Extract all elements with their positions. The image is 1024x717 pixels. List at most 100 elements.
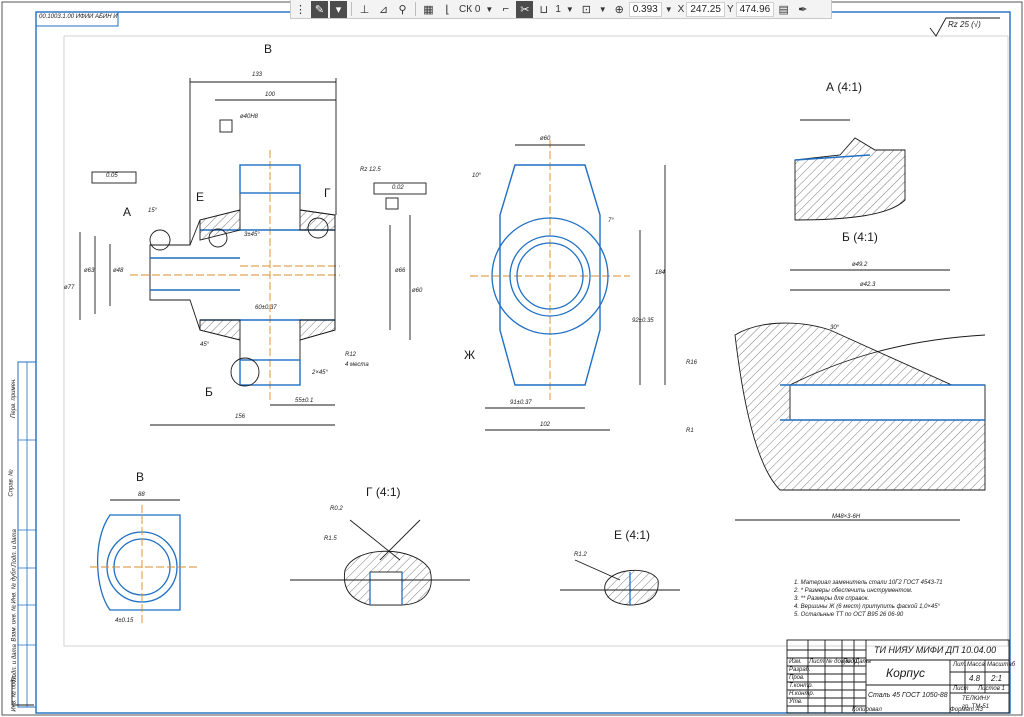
dim: R0.2 [330,506,343,512]
grid-icon[interactable]: ▦ [423,3,434,16]
front-view [470,140,666,431]
dim: ø42.3 [860,282,876,288]
title-block [786,639,1010,714]
pipette-icon[interactable]: ✒ [798,3,808,16]
coordinate-system-icon[interactable]: ⌊ [445,3,450,16]
dim: 102 [540,422,551,428]
note-line: 3. ** Размеры для справок. [794,596,870,602]
dim: 60±0.37 [255,305,277,311]
dim: 2×45° [312,370,328,376]
dim: 0.05 [106,173,118,179]
view-v [90,499,200,625]
dim: 7° [608,218,614,224]
cs-dropdown-icon[interactable]: ▼ [485,4,494,14]
dim: R1 [686,428,694,434]
dim: 15° [148,208,158,214]
view-marker-b: В [264,42,273,56]
dim: ø48 [113,268,124,274]
tb-mass: 4.8 [969,674,981,683]
y-label: Y [726,3,734,15]
x-label: X [677,3,685,15]
dim: R16 [686,360,698,366]
view-icon[interactable]: ⊡ [581,3,591,16]
note-line: 2. * Размеры обеспечить инструментом. [794,588,913,594]
layer-dropdown-icon[interactable]: ▼ [565,4,574,14]
ortho-icon[interactable]: ⌐ [502,3,510,15]
tb-sheet: Лист [953,686,969,692]
view-dropdown-icon[interactable]: ▼ [598,4,607,14]
side-stamp: Инв. № дубл. [11,566,18,604]
dim: 45° [200,342,210,348]
cs-label[interactable]: СК 0 [459,3,481,15]
dim: 30° [830,325,840,331]
layer-icon[interactable]: ⊔ [539,3,549,16]
dim: M48×3-6H [832,514,861,520]
dim: Rz 12.5 [360,167,381,173]
section-b-title: Б (4:1) [842,230,878,244]
grip-icon[interactable]: ⋮ [295,3,306,16]
tb-row-label: № докум. [826,659,853,665]
tb-format: Формат A3 [950,707,983,713]
dim: 91±0.37 [510,400,532,406]
dim: 133 [252,72,263,78]
dim: 55±0.1 [295,398,314,404]
scale-input[interactable]: 0.393 [628,1,662,17]
tb-row-label: Подп. [843,659,859,665]
tb-role: Пров. [789,675,805,681]
section-v-title: В [136,470,145,484]
dim: 4 места [345,362,369,368]
drawing-area [63,35,1009,647]
side-stamp: Инв. № подл. [11,674,18,712]
tb-sheets: Листов 1 [978,686,1005,692]
side-stamp: Перв. примен. [10,378,17,418]
cad-toolbar: ⋮ ✎ ▾ ⊥ ⊿ ⚲ ▦ ⌊ СК 0 ▼ ⌐ ✂ ⊔ 1 ▼ ⊡ ▼ ⊕ 0… [290,0,832,19]
label-zh: Ж [464,348,476,362]
dim: 100 [265,92,276,98]
tb-name: Корпус [886,666,926,680]
side-stamp: Справ. № [8,469,15,497]
section-a [794,119,906,221]
dim: ø40H8 [240,114,259,120]
note-line: 5. Остальные ТТ по ОСТ В95 26 06-90 [794,612,904,618]
tb-row-label: Лист [809,659,825,665]
tb-scale: 2:1 [991,674,1003,683]
dim: R1.5 [324,536,337,542]
round-icon[interactable]: ✂ [516,0,534,18]
dim: 3±45° [244,232,260,238]
dim: R1.2 [574,552,587,558]
layer-value[interactable]: 1 [555,3,561,15]
side-stamp: Взам. инв. № [11,604,18,642]
tb-org-1: ТЕЛКИНУ [962,696,990,702]
dim: 4±0.15 [115,618,134,624]
properties-icon[interactable]: ▤ [778,3,789,16]
scale-dropdown-icon[interactable]: ▼ [664,4,673,14]
tb-col-mass: Масса [967,662,985,668]
note-line: 1. Материал заменитель стали 10Г2 ГОСТ 4… [794,580,943,586]
zoom-icon[interactable]: ⊕ [614,3,624,16]
label-e: Е [196,190,205,204]
section-b [734,269,986,521]
dim: 92±0.35 [632,318,654,324]
tb-designation: ТИ НИЯУ МИФИ ДП 10.04.00 [874,645,997,655]
tb-role: Н.контр. [789,691,815,697]
y-coordinate-field[interactable]: 474.96 [735,1,775,17]
perpendicular-icon[interactable]: ⊥ [359,3,370,16]
dim: ø60 [540,136,551,142]
dim: ø49.2 [852,262,868,268]
side-stamp: Подп. и дата [11,529,18,567]
x-coordinate-field[interactable]: 247.25 [686,1,725,17]
tangent-icon[interactable]: ⊿ [378,3,389,16]
section-g [290,519,470,606]
snap-dropdown-icon[interactable]: ▾ [330,0,347,18]
snap-mode-icon[interactable]: ✎ [311,0,328,18]
tb-row-label: Дата [855,659,871,665]
tb-row-label: Изм. [789,659,802,665]
dim: 184 [655,270,666,276]
dim: ø60 [412,288,423,294]
tb-role: Т.контр. [789,683,814,689]
tb-col-scale: Масштаб [987,662,1016,668]
section-g-title: Г (4:1) [366,485,401,499]
pin-icon[interactable]: ⚲ [398,3,407,16]
dim: 0.02 [392,185,404,191]
